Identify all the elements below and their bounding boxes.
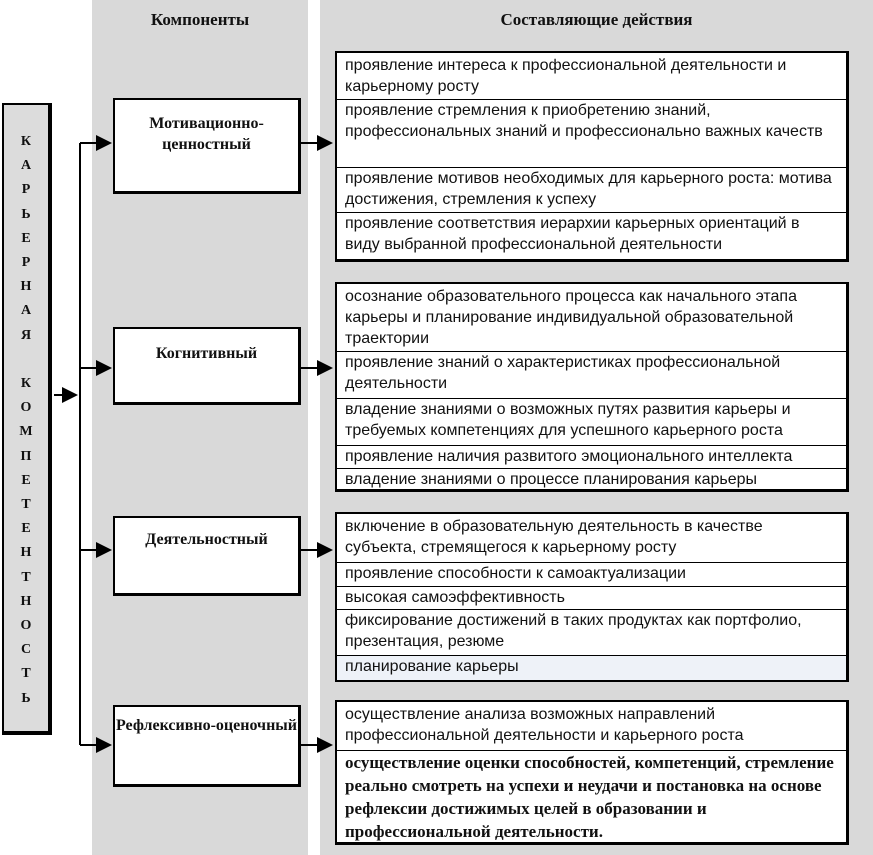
- vertical-label-letter: Т: [21, 666, 31, 682]
- action-item: проявление мотивов необходимых для карье…: [337, 167, 846, 212]
- component-reflexive-box: Рефлексивно-оценочный: [113, 705, 301, 787]
- component-title: Мотивационно-ценностный: [149, 115, 264, 153]
- vertical-label-letter: Ь: [21, 206, 31, 222]
- components-header: Компоненты: [150, 10, 250, 29]
- vertical-label-letter: Т: [21, 497, 31, 512]
- vertical-label-letter: Т: [21, 569, 31, 585]
- vertical-label-letter: А: [20, 158, 32, 174]
- vertical-label-letter: А: [20, 303, 32, 319]
- vertical-label-letter: М: [19, 424, 33, 440]
- vertical-label-letter: Е: [21, 521, 31, 537]
- action-item: владение знаниями о возможных путях разв…: [337, 398, 846, 445]
- action-item: проявление наличия развитого эмоциональн…: [337, 445, 846, 468]
- action-item: проявление соответствия иерархии карьерн…: [337, 212, 846, 260]
- actions-group-cognitive: осознание образовательного процесса как …: [335, 282, 849, 492]
- action-item: осуществление оценки способностей, компе…: [337, 750, 846, 843]
- vertical-label-letter: Н: [20, 279, 32, 295]
- component-cognitive-box: Когнитивный: [113, 327, 301, 405]
- component-activity-box: Деятельностный: [113, 516, 301, 596]
- vertical-label-letter: Н: [20, 545, 32, 561]
- vertical-label-letter: Я: [20, 327, 32, 343]
- vertical-label-letter: Р: [21, 255, 31, 270]
- vertical-label-letter: Р: [21, 182, 31, 198]
- action-item: проявление способности к самоактуализаци…: [337, 562, 846, 586]
- vertical-label-letter: С: [20, 642, 32, 658]
- vertical-label-letter: Е: [21, 230, 31, 246]
- action-item: осуществление анализа возможных направле…: [345, 706, 744, 744]
- action-item: проявление знаний о характеристиках проф…: [337, 351, 846, 398]
- actions-group-motivational: проявление интереса к профессиональной д…: [335, 51, 849, 262]
- action-item: владение знаниями о процессе планировани…: [337, 468, 846, 490]
- action-item: проявление интереса к профессиональной д…: [345, 57, 787, 95]
- actions-group-reflexive: осуществление анализа возможных направле…: [335, 700, 849, 845]
- component-motivational-box: Мотивационно-ценностный: [113, 98, 301, 194]
- action-item: фиксирование достижений в таких продукта…: [337, 609, 846, 655]
- action-item: планирование карьеры: [337, 655, 846, 680]
- vertical-label-letter: К: [20, 376, 32, 391]
- component-title: Рефлексивно-оценочный: [115, 717, 297, 734]
- vertical-label-letter: Ь: [21, 690, 31, 706]
- component-title: Когнитивный: [155, 345, 258, 362]
- vertical-label-letter: Н: [20, 593, 32, 609]
- vertical-label-letter: К: [20, 134, 32, 149]
- vertical-label-letter: О: [20, 400, 32, 416]
- vertical-label-letter: О: [20, 618, 32, 633]
- action-item: осознание образовательного процесса как …: [345, 288, 797, 347]
- action-item: включение в образовательную деятельность…: [345, 518, 763, 556]
- action-item: высокая самоэффективность: [337, 586, 846, 609]
- actions-group-activity: включение в образовательную деятельность…: [335, 512, 849, 682]
- vertical-label-letter: П: [20, 448, 32, 464]
- action-item: проявление стремления к приобретению зна…: [337, 99, 846, 167]
- vertical-label-letter: Е: [21, 472, 31, 488]
- component-title: Деятельностный: [145, 531, 268, 548]
- actions-header: Составляющие действия: [500, 10, 693, 29]
